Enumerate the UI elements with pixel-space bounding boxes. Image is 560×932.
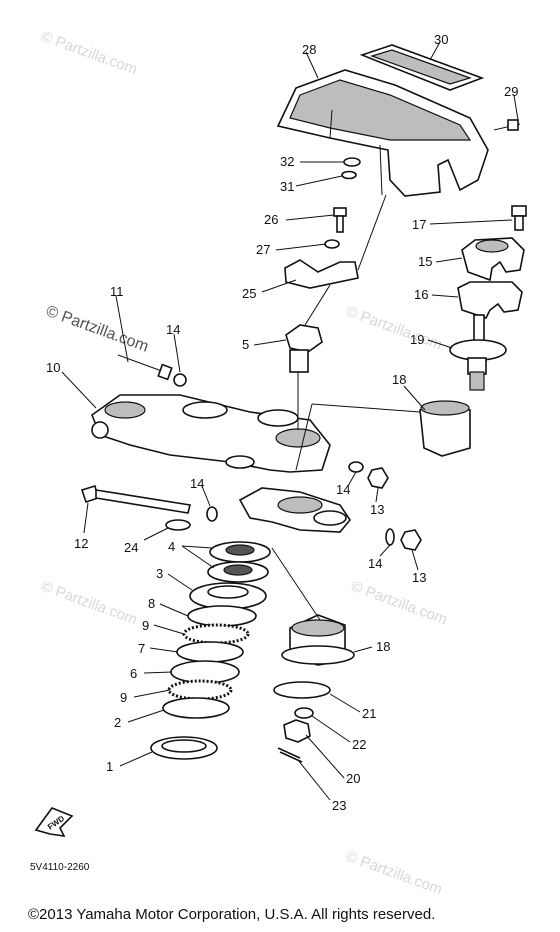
callout-9: 9	[120, 690, 127, 705]
callout-16: 16	[414, 287, 428, 302]
watermark: © Partzilla.com	[39, 28, 140, 79]
leader-lines	[61, 41, 519, 801]
callout-28: 28	[302, 42, 316, 57]
callout-14: 14	[368, 556, 382, 571]
part-27-washer	[324, 239, 340, 249]
callout-15: 15	[418, 254, 432, 269]
part-20-nut	[283, 719, 311, 743]
callout-7: 7	[138, 641, 145, 656]
part-11-bolt	[117, 354, 173, 381]
callout-5: 5	[242, 337, 249, 352]
callout-14: 14	[166, 322, 180, 337]
part-16-holder	[457, 281, 523, 319]
watermark: © Partzilla.com	[344, 303, 445, 354]
steering-stem	[238, 487, 351, 533]
callout-13: 13	[412, 570, 426, 585]
callout-20: 20	[346, 771, 360, 786]
part-28-cover	[276, 69, 489, 197]
part-3-cover	[189, 582, 267, 610]
part-13-nut	[400, 529, 422, 551]
diagram-code: 5V4110-2260	[30, 862, 90, 873]
callout-6: 6	[130, 666, 137, 681]
callout-19: 19	[410, 332, 424, 347]
callout-29: 29	[504, 84, 518, 99]
callout-10: 10	[46, 360, 60, 375]
part-7-race	[176, 641, 244, 663]
part-13-nut	[367, 467, 389, 489]
part-6-race	[170, 660, 240, 684]
callout-14: 14	[190, 476, 204, 491]
part-15-holder	[461, 237, 525, 282]
callout-22: 22	[352, 737, 366, 752]
callout-18: 18	[392, 372, 406, 387]
part-8-race	[187, 605, 257, 627]
part-1-seal	[161, 739, 207, 753]
callout-31: 31	[280, 179, 294, 194]
part-9-balls	[182, 623, 250, 645]
part-22-washer	[294, 707, 314, 719]
fwd-arrow-icon: FWD	[34, 807, 74, 838]
callout-12: 12	[74, 536, 88, 551]
callout-25: 25	[242, 286, 256, 301]
part-5-nut	[285, 324, 323, 373]
part-14-washer	[385, 528, 395, 546]
callout-1: 1	[106, 759, 113, 774]
part-17-bolt	[511, 205, 527, 231]
callout-18: 18	[376, 639, 390, 654]
callout-4: 4	[168, 539, 175, 554]
part-10-upper-bracket	[91, 394, 331, 473]
callout-17: 17	[412, 217, 426, 232]
callout-8: 8	[148, 596, 155, 611]
part-18-damper	[281, 614, 355, 666]
watermark: © Partzilla.com	[44, 303, 151, 356]
callout-23: 23	[332, 798, 346, 813]
callout-11: 11	[110, 284, 124, 299]
callout-32: 32	[280, 154, 294, 169]
watermark: © Partzilla.com	[39, 578, 140, 629]
reference-lines	[271, 194, 421, 621]
part-2-race	[162, 697, 230, 719]
callout-14: 14	[336, 482, 350, 497]
part-14-washer	[348, 461, 364, 473]
callout-21: 21	[362, 706, 376, 721]
part-19-bolt	[449, 314, 507, 391]
part-14-washer	[173, 373, 187, 387]
callout-24: 24	[124, 540, 138, 555]
callout-2: 2	[114, 715, 121, 730]
callout-30: 30	[434, 32, 448, 47]
part-4-ring-nuts	[207, 541, 271, 583]
callout-13: 13	[370, 502, 384, 517]
part-12-bolt	[80, 484, 191, 514]
part-30-plate	[359, 44, 485, 91]
watermark: © Partzilla.com	[344, 848, 445, 899]
part-32-31-washers	[341, 157, 361, 180]
callout-labels: 30 28 29 32 31 26 27 25 5 17 15 16 19 18…	[46, 32, 518, 813]
part-9-balls	[167, 679, 233, 701]
copyright-notice: ©2013 Yamaha Motor Corporation, U.S.A. A…	[28, 906, 436, 923]
part-14-washer	[206, 506, 218, 522]
callout-9: 9	[142, 618, 149, 633]
part-18-damper	[419, 400, 471, 457]
callout-27: 27	[256, 242, 270, 257]
part-26-bolt	[333, 207, 347, 233]
callout-26: 26	[264, 212, 278, 227]
callout-3: 3	[156, 566, 163, 581]
part-25-bracket	[284, 259, 359, 289]
part-21-washer	[273, 681, 331, 699]
part-29-bolt	[493, 119, 521, 131]
part-24-washer	[165, 519, 191, 531]
watermark: © Partzilla.com	[349, 578, 450, 629]
